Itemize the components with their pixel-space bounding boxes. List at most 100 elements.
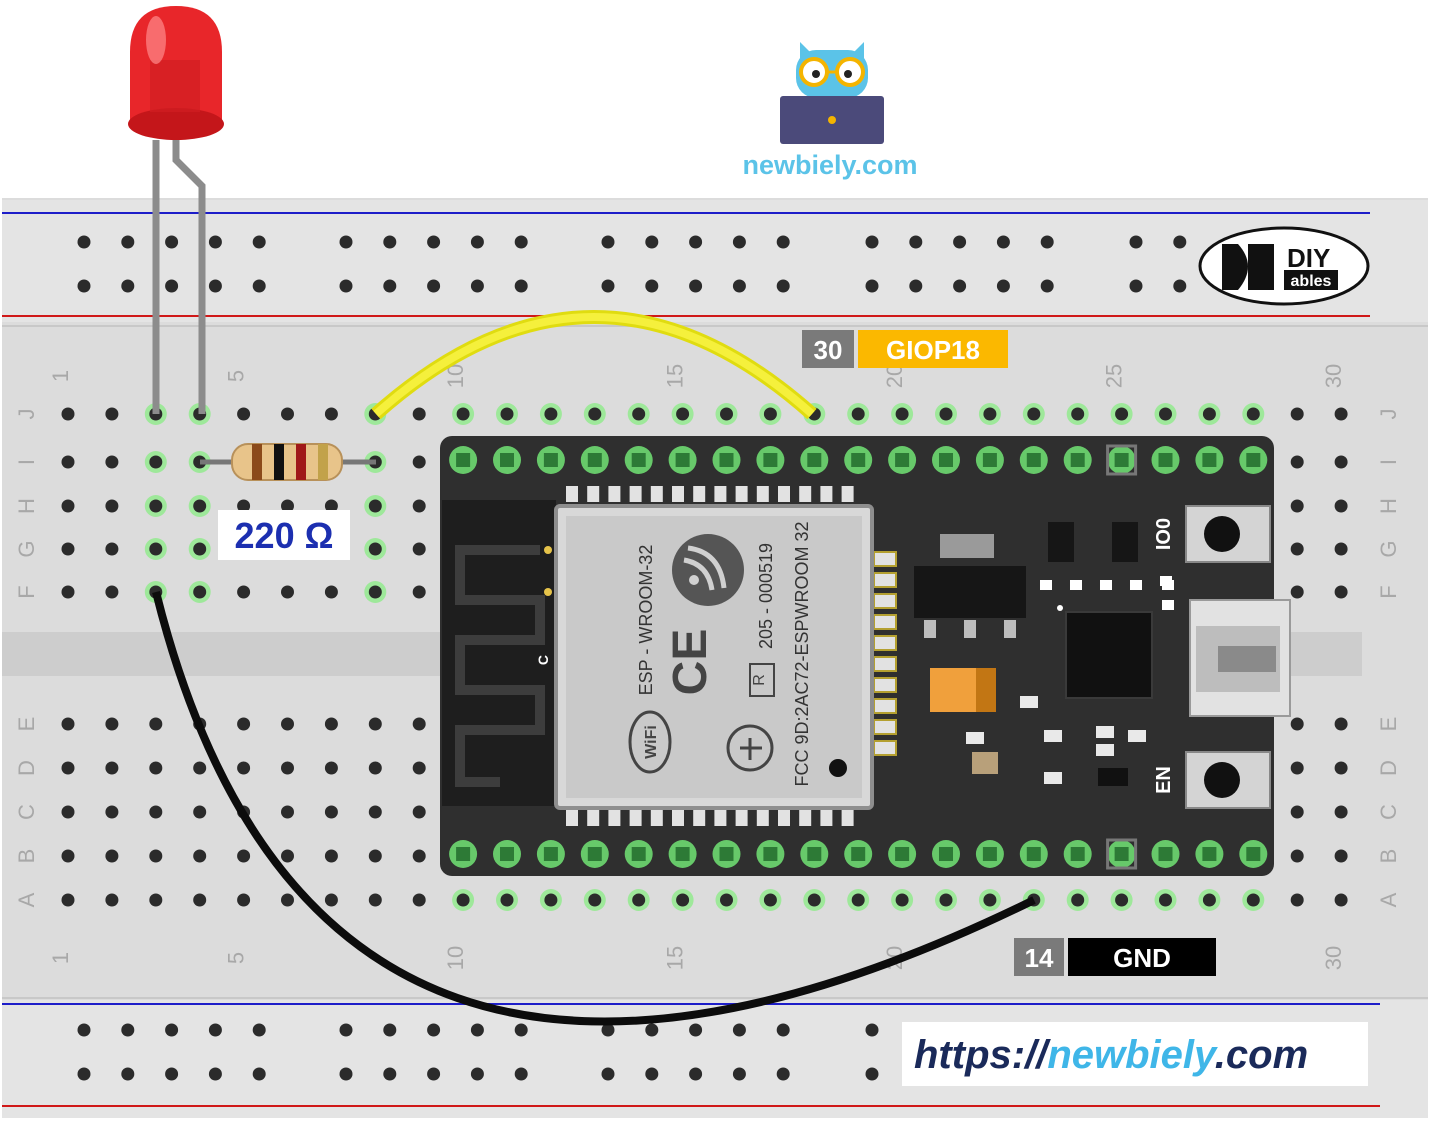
row-letter: A: [1376, 892, 1401, 907]
breadboard-hole: [237, 585, 251, 599]
module-pad: [873, 635, 897, 651]
signal-pin-number: 30: [814, 335, 843, 365]
breadboard-hole: [865, 235, 879, 249]
breadboard-hole: [1334, 455, 1348, 469]
breadboard-hole: [281, 407, 294, 421]
header-pin: [1063, 840, 1092, 868]
breadboard-hole: [645, 235, 659, 249]
smd-part: [1096, 744, 1114, 756]
module-pad: [650, 486, 663, 502]
row-letter: E: [14, 717, 39, 732]
breadboard-hole-active: [1242, 403, 1265, 425]
header-pin: [800, 840, 829, 868]
breadboard-hole: [1290, 805, 1304, 819]
breadboard-hole-active: [1066, 403, 1089, 425]
breadboard-hole-active: [627, 889, 650, 911]
breadboard-hole: [865, 1023, 879, 1037]
breadboard-hole: [776, 279, 790, 293]
header-pin: [975, 446, 1004, 474]
module-pad: [778, 486, 790, 502]
breadboard-hole: [368, 717, 382, 731]
row-letter: H: [14, 498, 39, 514]
breadboard-hole: [61, 585, 75, 599]
module-pad: [873, 551, 897, 567]
breadboard-hole: [61, 893, 75, 907]
voltage-regulator: [914, 534, 1026, 638]
breadboard-hole: [1290, 893, 1304, 907]
breadboard-hole-active: [1154, 403, 1177, 425]
breadboard-hole-active: [935, 889, 957, 911]
header-pin: [1151, 840, 1180, 868]
breadboard-hole: [470, 1067, 484, 1081]
smd-part: [1100, 580, 1112, 590]
breadboard-hole-active: [978, 889, 1001, 911]
header-pin: [624, 840, 653, 868]
row-letter: J: [14, 409, 39, 420]
breadboard-hole: [996, 279, 1010, 293]
module-pad: [873, 677, 897, 693]
header-pin: [580, 446, 609, 474]
smd-part: [1098, 768, 1128, 786]
breadboard-hole: [1334, 585, 1348, 599]
breadboard-hole: [105, 717, 119, 731]
breadboard-hole-active: [759, 889, 782, 911]
breadboard-hole: [165, 1067, 179, 1081]
breadboard-hole: [368, 761, 382, 775]
breadboard-hole: [1334, 893, 1348, 907]
header-pin: [1195, 446, 1224, 474]
breadboard-hole-active: [891, 889, 914, 911]
breadboard-hole-active: [188, 538, 211, 560]
header-pin: [1107, 446, 1136, 474]
breadboard-hole: [412, 499, 426, 513]
module-pad: [608, 486, 621, 502]
breadboard-hole-active: [1242, 889, 1265, 911]
header-pin: [668, 446, 697, 474]
module-pad: [756, 486, 769, 502]
module-pad: [735, 486, 748, 502]
module-pad: [873, 698, 897, 714]
header-pin: [536, 446, 565, 474]
breadboard-hole: [689, 279, 703, 293]
smd-part: [1128, 730, 1146, 742]
breadboard-hole: [427, 1023, 441, 1037]
breadboard-hole: [1129, 235, 1143, 249]
smd-part: [1160, 576, 1172, 586]
breadboard-hole: [689, 1067, 703, 1081]
antenna-trace: [455, 545, 545, 787]
row-letter: F: [14, 585, 39, 598]
site-name: newbiely.com: [742, 150, 917, 180]
en-label: EN: [1153, 766, 1175, 794]
breadboard-hole: [776, 1067, 790, 1081]
breadboard-hole: [1290, 499, 1304, 513]
wifi-logo-icon: WiFi: [628, 710, 672, 774]
module-pad: [873, 593, 897, 609]
breadboard-hole: [208, 279, 222, 293]
laptop-icon: [780, 96, 884, 144]
breadboard-hole: [1290, 849, 1304, 863]
diyables-bottom-text: ables: [1291, 273, 1332, 290]
breadboard-hole-active: [1198, 889, 1221, 911]
smd-part: [1096, 726, 1114, 738]
breadboard-hole: [61, 805, 75, 819]
breadboard-hole-active: [583, 403, 606, 425]
breadboard-hole: [237, 849, 251, 863]
square-pin: [1106, 838, 1138, 870]
breadboard-hole: [105, 542, 119, 556]
breadboard-hole-active: [364, 538, 387, 560]
breadboard-hole: [237, 717, 251, 731]
breadboard-hole: [61, 542, 75, 556]
row-letter: A: [14, 892, 39, 907]
breadboard-hole-active: [452, 403, 475, 425]
breadboard-hole: [149, 761, 163, 775]
breadboard-hole: [149, 893, 163, 907]
breadboard-hole-active: [364, 495, 387, 517]
header-pin: [1195, 840, 1224, 868]
breadboard-hole: [193, 849, 207, 863]
breadboard-hole: [208, 1067, 222, 1081]
row-letter: F: [1376, 585, 1401, 598]
ground-wire: [152, 591, 1036, 1026]
header-pin: [536, 840, 565, 868]
led: [128, 6, 224, 414]
header-pin: [493, 840, 521, 868]
breadboard-hole: [689, 1023, 703, 1037]
